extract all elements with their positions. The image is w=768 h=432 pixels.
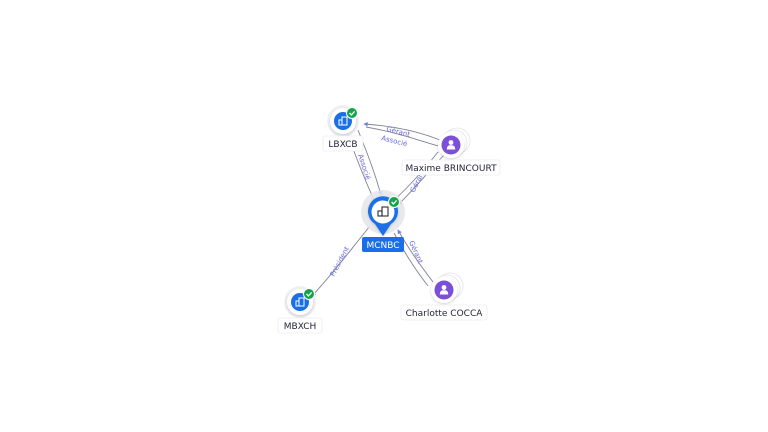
main-node-label-box	[362, 237, 404, 252]
edge-maxime-lbxcb-1[interactable]	[363, 121, 441, 141]
node-charlotte-cocca[interactable]: Charlotte COCCA	[400, 272, 488, 321]
building-icon	[377, 206, 389, 217]
edge-label-lbxcb-mcnbc: Associé	[356, 153, 372, 181]
node-label-maxime-brincourt: Maxime BRINCOURT	[405, 164, 497, 174]
node-label-box	[400, 304, 488, 321]
verified-check-icon	[388, 196, 400, 208]
node-label-lbxcb: LBXCB	[328, 140, 357, 150]
node-label-box	[401, 159, 501, 176]
verified-check-icon	[303, 288, 315, 300]
node-label-box	[322, 135, 364, 152]
building-icon	[338, 116, 348, 126]
node-label-mcnbc: MCNBC	[366, 241, 399, 251]
edge-maxime-lbxcb-2[interactable]	[365, 126, 439, 147]
edge-maxime-mcnbc[interactable]	[397, 154, 445, 206]
node-label-box	[277, 317, 323, 334]
edge-charlotte-mcnbc[interactable]	[397, 229, 434, 283]
edge-lbxcb-mcnbc[interactable]	[357, 129, 383, 196]
edge-label-mcnbc-mbxch: Président	[329, 245, 352, 278]
person-icon	[446, 140, 456, 150]
person-icon	[439, 285, 449, 295]
node-label-mbxch: MBXCH	[284, 322, 317, 332]
node-mcnbc[interactable]: MCNBC	[361, 190, 405, 252]
node-lbxcb[interactable]: LBXCB	[322, 105, 364, 152]
node-mbxch[interactable]: MBXCH	[277, 286, 323, 334]
building-icon	[295, 297, 305, 307]
node-maxime-brincourt[interactable]: Maxime BRINCOURT	[401, 127, 501, 176]
verified-check-icon	[346, 107, 358, 119]
edge-mcnbc-mbxch[interactable]	[311, 225, 371, 297]
edge-label-charlotte-mcnbc: Gérant	[407, 240, 424, 265]
node-label-charlotte-cocca: Charlotte COCCA	[406, 309, 484, 319]
